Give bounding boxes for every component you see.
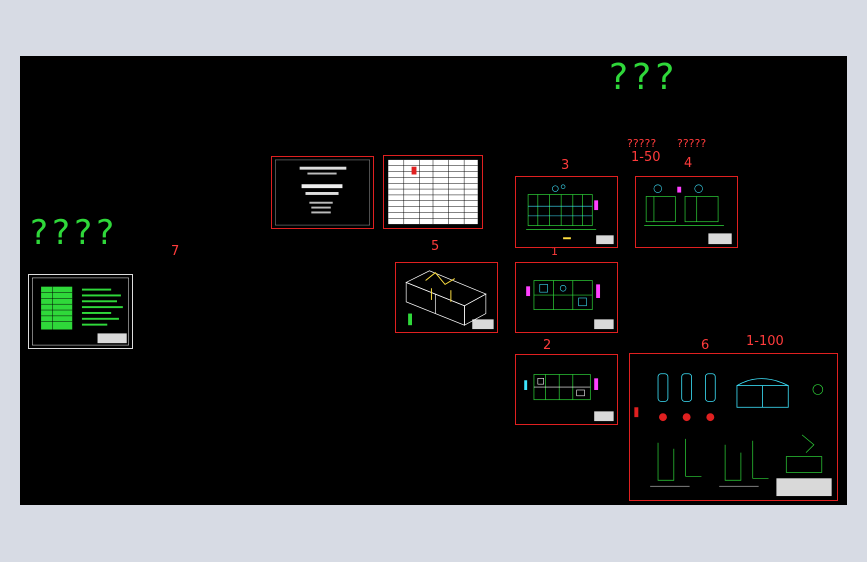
plan-drawing-icon xyxy=(526,280,614,330)
sheet-3[interactable] xyxy=(515,176,618,248)
question-annotation-left: ???? xyxy=(30,213,119,253)
label-question-small-left: ????? xyxy=(627,137,657,150)
sheet-cover[interactable] xyxy=(271,156,374,229)
question-annotation-top: ??? xyxy=(609,57,679,98)
label-sheet-5: 5 xyxy=(431,239,440,254)
cover-sheet-icon xyxy=(275,159,370,226)
plan-drawing-icon xyxy=(524,374,614,422)
notes-sheet-icon xyxy=(32,277,129,346)
sheet-index[interactable] xyxy=(383,155,483,229)
sheet-7[interactable] xyxy=(28,274,133,349)
label-scale-1-50: 1-50 xyxy=(631,150,661,165)
label-question-small-right: ????? xyxy=(677,137,707,150)
label-sheet-1: 1 xyxy=(551,245,558,258)
label-sheet-7: 7 xyxy=(171,244,180,259)
sheet-2[interactable] xyxy=(515,354,618,425)
isometric-drawing-icon xyxy=(405,270,494,330)
label-sheet-3: 3 xyxy=(561,158,570,173)
sheet-5[interactable] xyxy=(395,262,498,333)
sheet-4[interactable] xyxy=(635,176,738,248)
label-sheet-6: 6 xyxy=(701,338,710,353)
table-sheet-icon xyxy=(388,159,478,225)
label-sheet-2: 2 xyxy=(543,338,552,353)
sheet-6[interactable] xyxy=(629,353,838,501)
label-scale-1-100: 1-100 xyxy=(746,334,784,349)
section-drawing-icon xyxy=(644,184,732,245)
detail-drawing-icon xyxy=(634,373,832,497)
section-drawing-icon xyxy=(526,184,614,245)
label-sheet-4: 4 xyxy=(684,156,693,171)
sheet-1[interactable] xyxy=(515,262,618,333)
